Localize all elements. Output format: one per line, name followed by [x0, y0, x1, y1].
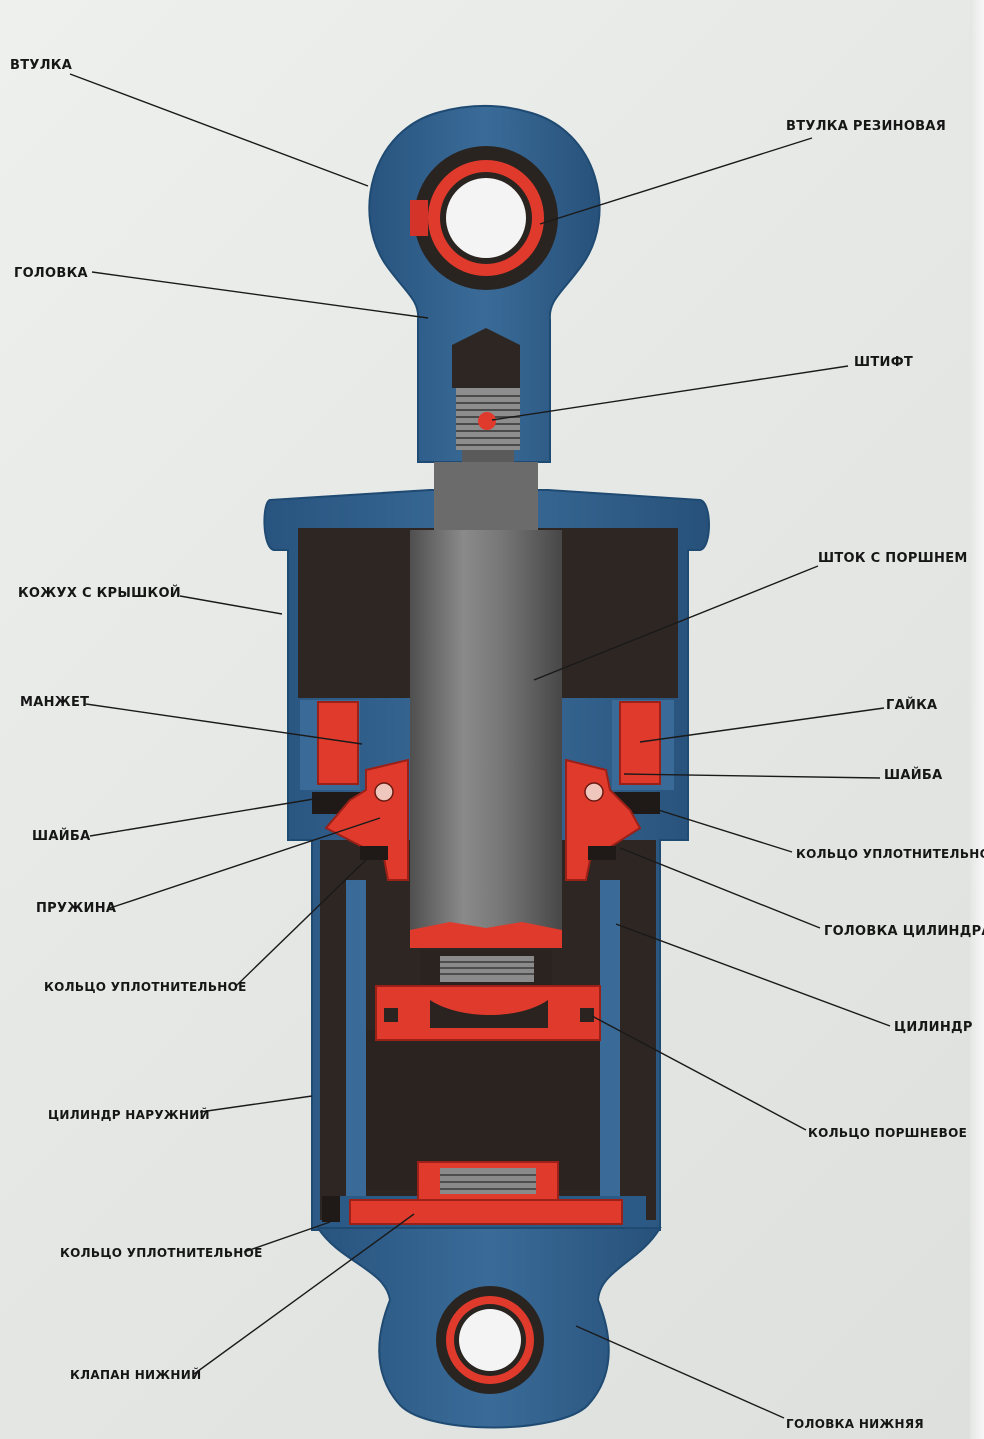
leader-klapan [193, 1213, 415, 1375]
upper-bushing-cut [410, 200, 428, 236]
rod-stud [452, 328, 520, 464]
nut-right [619, 701, 661, 785]
label-kozhuh: КОЖУХ С КРЫШКОЙ [18, 586, 181, 601]
bottom-valve [322, 1161, 623, 1225]
leader-kolco-upl-right [651, 807, 793, 853]
label-pruzhina: ПРУЖИНА [36, 901, 117, 916]
leader-shtok [533, 565, 819, 681]
label-shaiba-right: ШАЙБА [884, 768, 943, 783]
leader-golovka-nizhnyaya [575, 1325, 785, 1419]
label-kolco-upl-left: КОЛЬЦО УПЛОТНИТЕЛЬНОЕ [44, 980, 247, 994]
label-vtulka-rezinovaya: ВТУЛКА РЕЗИНОВАЯ [786, 119, 947, 134]
label-kolco-upl-bottom: КОЛЬЦО УПЛОТНИТЕЛЬНОЕ [60, 1246, 263, 1260]
label-kolco-porshnevoe: КОЛЬЦО ПОРШНЕВОЕ [808, 1126, 968, 1140]
label-golovka-cilindra: ГОЛОВКА ЦИЛИНДРА [824, 924, 984, 939]
leader-vtulka [69, 73, 369, 187]
leader-kolco-upl-bottom [243, 1221, 331, 1253]
leader-cilindr-naruzhny [199, 1095, 313, 1113]
leader-kolco-upl-left [235, 855, 371, 987]
lower-head [316, 1227, 662, 1429]
label-gaika: ГАЙКА [886, 698, 938, 713]
leader-pruzhina [109, 817, 381, 909]
label-golovka: ГОЛОВКА [14, 266, 88, 281]
upper-hole [446, 178, 526, 258]
leader-golovka [91, 271, 429, 319]
label-manzhet: МАНЖЕТ [20, 695, 90, 710]
label-shtift: ШТИФТ [854, 355, 914, 370]
label-shaiba-left: ШАЙБА [32, 829, 91, 844]
piston [375, 950, 601, 1041]
label-cilindr-naruzhny: ЦИЛИНДР НАРУЖНИЙ [48, 1108, 210, 1122]
leader-kolco-porshnevoe [591, 1015, 807, 1131]
leader-golovka-cilindra [619, 847, 821, 929]
leader-gaika [639, 707, 885, 743]
pin-dot [478, 412, 496, 430]
label-kolco-upl-right: КОЛЬЦО УПЛОТНИТЕЛЬНОЕ [796, 847, 984, 861]
leader-cilindr [615, 923, 891, 1027]
piston-rod [410, 530, 562, 948]
upper-rod-collar [434, 462, 538, 530]
poster-edge [970, 0, 984, 1439]
label-shtok: ШТОК С ПОРШНЕМ [818, 551, 968, 566]
leader-shtift [491, 365, 849, 421]
leader-kozhuh [179, 595, 283, 615]
label-golovka-nizhnyaya: ГОЛОВКА НИЖНЯЯ [786, 1417, 924, 1431]
label-klapan-nizhny: КЛАПАН НИЖНИЙ [70, 1368, 202, 1382]
label-cilindr: ЦИЛИНДР [894, 1020, 973, 1035]
leader-shaiba-right [623, 773, 881, 779]
leader-manzhet [85, 703, 363, 745]
leader-shaiba-left [89, 795, 333, 837]
label-vtulka: ВТУЛКА [10, 58, 73, 73]
leader-lines [69, 73, 891, 1419]
upper-head [368, 105, 601, 463]
leader-vtulka-rezinovaya [539, 137, 813, 225]
